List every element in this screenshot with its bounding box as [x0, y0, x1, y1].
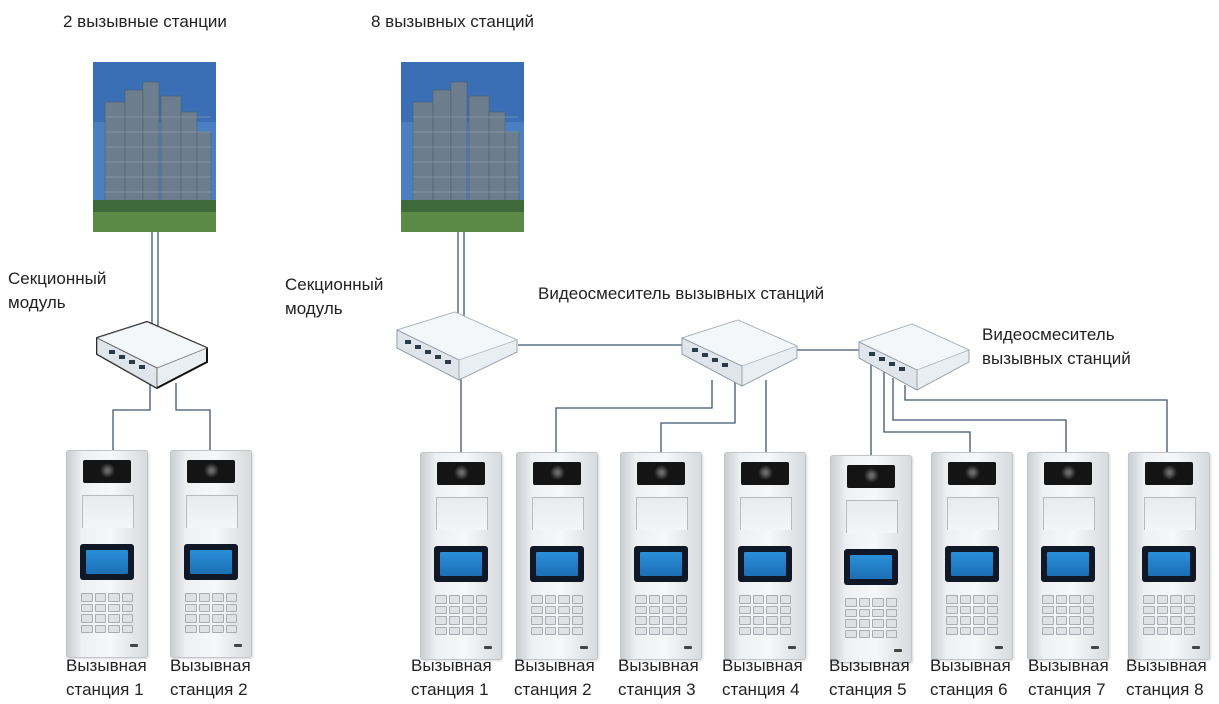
display-screen	[945, 546, 999, 582]
left-section-title: 2 вызывные станции	[63, 12, 227, 31]
section-module-left	[95, 320, 210, 395]
call-station-panel-right-3	[620, 452, 702, 660]
call-station-panel-right-4	[724, 452, 806, 660]
camera-icon	[83, 460, 131, 483]
station-label-right-7: Вызывная станция 7	[1028, 656, 1109, 699]
display-screen	[844, 549, 898, 585]
call-station-panel-right-5	[830, 455, 912, 663]
call-station-panel-right-2	[516, 452, 598, 660]
call-station-panel-right-1	[420, 452, 502, 660]
keypad	[1042, 595, 1094, 635]
camera-icon	[1145, 462, 1193, 485]
video-mixer-1	[680, 318, 800, 388]
keypad	[635, 595, 687, 635]
camera-icon	[1044, 462, 1092, 485]
display-screen	[1142, 546, 1196, 582]
right-section-title: 8 вызывных станций	[371, 12, 534, 31]
keypad	[1143, 595, 1195, 635]
display-screen	[184, 544, 238, 580]
keypad	[185, 593, 237, 633]
right-module-label: Секционный модуль	[285, 275, 384, 318]
station-label-right-2: Вызывная станция 2	[514, 656, 595, 699]
call-station-panel-left-1	[66, 450, 148, 658]
section-module-right	[395, 310, 520, 382]
camera-icon	[533, 462, 581, 485]
camera-icon	[741, 462, 789, 485]
mixer-label-center: Видеосмеситель вызывных станций	[538, 284, 825, 303]
station-label-right-5: Вызывная станция 5	[829, 656, 910, 699]
keypad	[435, 595, 487, 635]
keypad	[531, 595, 583, 635]
display-screen	[80, 544, 134, 580]
display-screen	[738, 546, 792, 582]
camera-icon	[437, 462, 485, 485]
building-image-right	[401, 62, 524, 232]
station-label-right-8: Вызывная станция 8	[1126, 656, 1207, 699]
display-screen	[634, 546, 688, 582]
building-image-left	[93, 62, 216, 232]
keypad	[946, 595, 998, 635]
station-label-right-6: Вызывная станция 6	[930, 656, 1011, 699]
station-label-right-3: Вызывная станция 3	[618, 656, 699, 699]
display-screen	[434, 546, 488, 582]
video-mixer-2	[857, 322, 972, 392]
call-station-panel-right-7	[1027, 452, 1109, 660]
keypad	[739, 595, 791, 635]
left-module-label: Секционный модуль	[8, 269, 107, 312]
station-label-left-2: Вызывная станция 2	[170, 656, 251, 699]
camera-icon	[637, 462, 685, 485]
camera-icon	[187, 460, 235, 483]
call-station-panel-left-2	[170, 450, 252, 658]
station-label-right-4: Вызывная станция 4	[722, 656, 803, 699]
keypad	[845, 598, 897, 638]
station-label-left-1: Вызывная станция 1	[66, 656, 147, 699]
camera-icon	[847, 465, 895, 488]
call-station-panel-right-6	[931, 452, 1013, 660]
station-label-right-1: Вызывная станция 1	[411, 656, 492, 699]
keypad	[81, 593, 133, 633]
mixer-label-right: Видеосмеситель вызывных станций	[982, 325, 1131, 368]
display-screen	[530, 546, 584, 582]
camera-icon	[948, 462, 996, 485]
display-screen	[1041, 546, 1095, 582]
call-station-panel-right-8	[1128, 452, 1210, 660]
